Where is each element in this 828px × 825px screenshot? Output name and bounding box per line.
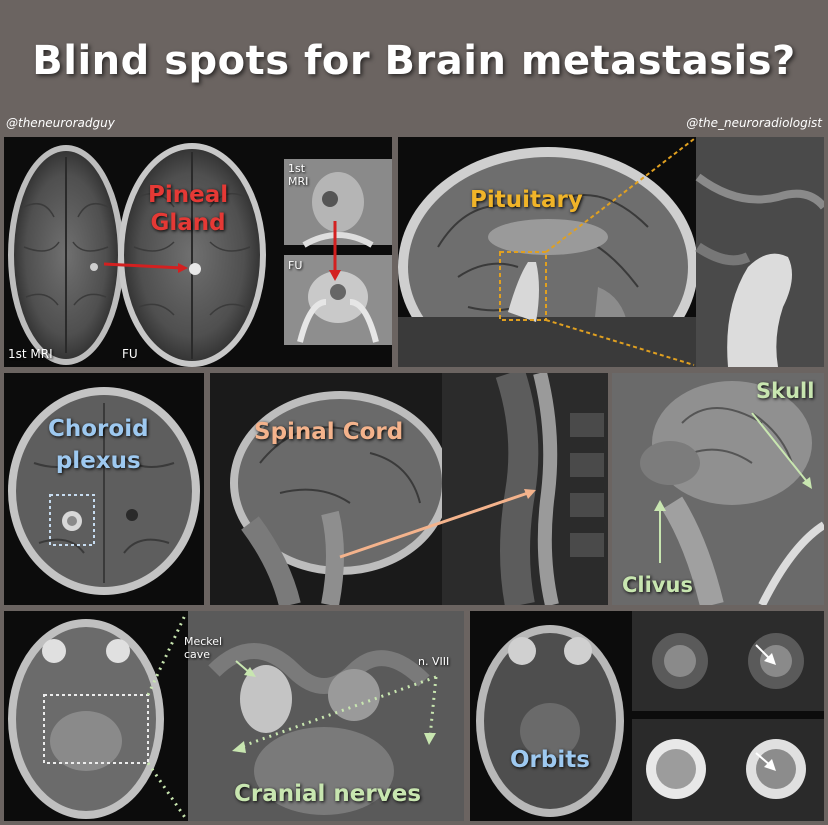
skull-panel: Skull Clivus <box>612 373 824 605</box>
first-mri-caption: 1st MRI <box>8 347 53 361</box>
inset-first-line2: MRI <box>288 175 309 188</box>
author-handle-right: @the_neuroradiologist <box>686 116 822 130</box>
inset-first-mri-caption: 1st MRI <box>288 162 308 188</box>
fu-caption: FU <box>122 347 138 361</box>
spinal-mri-images <box>210 373 608 605</box>
cranial-mri-images <box>8 611 464 821</box>
choroid-label: Choroid plexus <box>48 413 149 477</box>
choroid-label-line1: Choroid <box>48 416 149 442</box>
choroid-mri-image <box>8 387 200 595</box>
inset-first-line1: 1st <box>288 162 306 175</box>
cranial-panel: Meckel cave n. VIII Cranial nerves <box>4 611 464 821</box>
orbits-label: Orbits <box>510 747 590 773</box>
author-handle-left: @theneuroradguy <box>6 116 115 130</box>
pineal-label-line2: Gland <box>150 210 226 236</box>
meckel-cave-label: Meckel cave <box>184 635 222 661</box>
spinal-panel: Spinal Cord <box>210 373 608 605</box>
choroid-panel: Choroid plexus <box>4 373 204 605</box>
pituitary-mri-images <box>398 137 824 367</box>
meckel-line1: Meckel <box>184 635 223 648</box>
pineal-label: Pineal Gland <box>148 181 228 237</box>
skull-mri-image <box>612 373 824 605</box>
spinal-label: Spinal Cord <box>254 419 404 445</box>
skull-label: Skull <box>756 379 815 403</box>
pituitary-panel: Pituitary <box>398 137 824 367</box>
choroid-label-line2: plexus <box>55 448 141 474</box>
inset-fu-caption: FU <box>288 259 303 272</box>
clivus-label: Clivus <box>622 573 693 597</box>
meckel-line2: cave <box>184 648 211 661</box>
pituitary-label: Pituitary <box>470 187 583 213</box>
orbits-mri-images <box>476 611 824 821</box>
n-viii-label: n. VIII <box>418 655 450 668</box>
pineal-panel: Pineal Gland 1st MRI FU 1st MRI FU <box>4 137 392 367</box>
page-title: Blind spots for Brain metastasis? <box>32 38 796 84</box>
pineal-mri-images <box>8 143 392 367</box>
orbits-panel: Orbits <box>470 611 824 821</box>
pineal-label-line1: Pineal <box>148 182 229 208</box>
cranial-nerves-label: Cranial nerves <box>234 781 422 807</box>
